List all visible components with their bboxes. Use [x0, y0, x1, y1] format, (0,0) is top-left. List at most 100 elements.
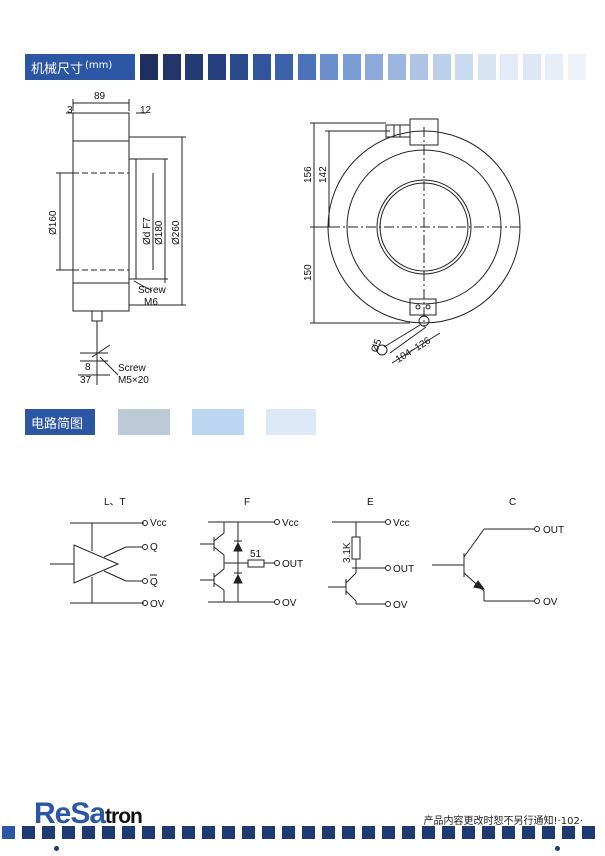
footer-block: [2, 826, 15, 839]
footer-block: [382, 826, 395, 839]
footer-dot-right: [555, 846, 560, 851]
dimensions-section-header: 机械尺寸 (mm): [25, 54, 135, 80]
footer-block: [102, 826, 115, 839]
dim-12: 12: [140, 105, 152, 116]
footer-block: [22, 826, 35, 839]
footer-block: [402, 826, 415, 839]
header-block: [432, 54, 451, 80]
footer-block: [222, 826, 235, 839]
dim-8: 8: [85, 362, 91, 373]
dim-150: 150: [303, 264, 314, 281]
footer-block: [442, 826, 455, 839]
header-block: [567, 54, 586, 80]
circuit-header-block-2: [192, 409, 244, 435]
dia-260: Ø260: [171, 220, 182, 245]
footer-block: [342, 826, 355, 839]
footer-block: [522, 826, 535, 839]
footer-block: [82, 826, 95, 839]
f-out: OUT: [282, 559, 303, 570]
header-block: [387, 54, 406, 80]
lt-ov: OV: [150, 599, 165, 610]
footer-block: [162, 826, 175, 839]
footer-block: [302, 826, 315, 839]
circuit-section-header: 电路简图: [25, 409, 95, 435]
side-view-body: [72, 112, 130, 312]
c-out: OUT: [543, 525, 564, 536]
f-resistor: 51: [250, 549, 262, 560]
header-block: [455, 54, 473, 80]
header-block: [522, 54, 541, 80]
footer-block: [42, 826, 55, 839]
header-block: [410, 54, 428, 80]
footer-block: [282, 826, 295, 839]
footer-note: 产品内容更改时恕不另行通知!·102·: [423, 816, 583, 827]
header-block: [342, 54, 361, 80]
e-vcc: Vcc: [393, 518, 410, 529]
footer-block: [462, 826, 475, 839]
footer-block: [62, 826, 75, 839]
e-ov: OV: [393, 600, 408, 611]
header-block: [545, 54, 563, 80]
header-block: [207, 54, 226, 80]
lt-q: Q: [150, 542, 158, 553]
footer-block: [562, 826, 575, 839]
e-resistor: 3.1K: [342, 542, 353, 563]
dim-142: 142: [318, 166, 329, 183]
circuit-f-title: F: [244, 497, 250, 508]
footer-dot-left: [54, 846, 59, 851]
dia-d-f7: Ød F7: [142, 217, 153, 245]
dimensions-unit: (mm): [85, 59, 113, 71]
dim-37: 37: [80, 375, 92, 386]
header-block: [230, 54, 248, 80]
circuit-header-block-3: [266, 409, 316, 435]
mechanical-drawing: 3 89 12 Ø160 Ød F7 Ø180 Ø260 Screw M6 8 …: [48, 91, 521, 386]
footer-block: [122, 826, 135, 839]
header-block: [320, 54, 338, 80]
dia-160: Ø160: [48, 210, 59, 235]
circuit-e-title: E: [367, 497, 374, 508]
header-block: [252, 54, 271, 80]
dia-180: Ø180: [154, 220, 165, 245]
circuit-c-title: C: [509, 497, 516, 508]
screw-m5-size: M5×20: [118, 375, 149, 386]
footer-block: [362, 826, 375, 839]
screw-m6-size: M6: [144, 297, 158, 308]
header-block: [477, 54, 496, 80]
header-block: [140, 54, 158, 80]
header-block: [275, 54, 293, 80]
lt-qbar: Q: [150, 577, 158, 588]
dim-3: 3: [67, 105, 73, 116]
footer-block: [542, 826, 555, 839]
footer-block: [422, 826, 435, 839]
logo-resa: ReSa: [34, 797, 106, 830]
circuit-diagrams: L、T Vcc Q Q OV F Vcc 51 OUT OV E Vcc 3.1…: [50, 497, 564, 611]
resatron-logo: ReSatron: [34, 797, 143, 831]
footer-block: [182, 826, 195, 839]
footer-block: [142, 826, 155, 839]
lt-amplifier: [73, 544, 120, 584]
footer-block: [482, 826, 495, 839]
lt-vcc: Vcc: [150, 518, 167, 529]
footer-block: [242, 826, 255, 839]
circuit-lt-title: L、T: [104, 497, 126, 508]
screw-m5-label: Screw: [118, 363, 147, 374]
footer-block: [262, 826, 275, 839]
dim-89: 89: [94, 91, 106, 102]
e-out: OUT: [393, 564, 414, 575]
footer-block: [322, 826, 335, 839]
dim-156: 156: [303, 166, 314, 183]
dimensions-title: 机械尺寸: [31, 61, 84, 77]
header-block: [162, 54, 181, 80]
circuit-header-block-1: [118, 409, 170, 435]
screw-m6-label: Screw: [138, 285, 167, 296]
footer-block: [202, 826, 215, 839]
header-block: [500, 54, 518, 80]
f-ov: OV: [282, 598, 297, 609]
circuit-title: 电路简图: [31, 416, 84, 432]
footer-block: [502, 826, 515, 839]
f-vcc: Vcc: [282, 518, 299, 529]
dim-104-126: 104~126: [394, 335, 433, 365]
c-ov: OV: [543, 597, 558, 608]
footer-block: [582, 826, 595, 839]
header-block: [185, 54, 203, 80]
